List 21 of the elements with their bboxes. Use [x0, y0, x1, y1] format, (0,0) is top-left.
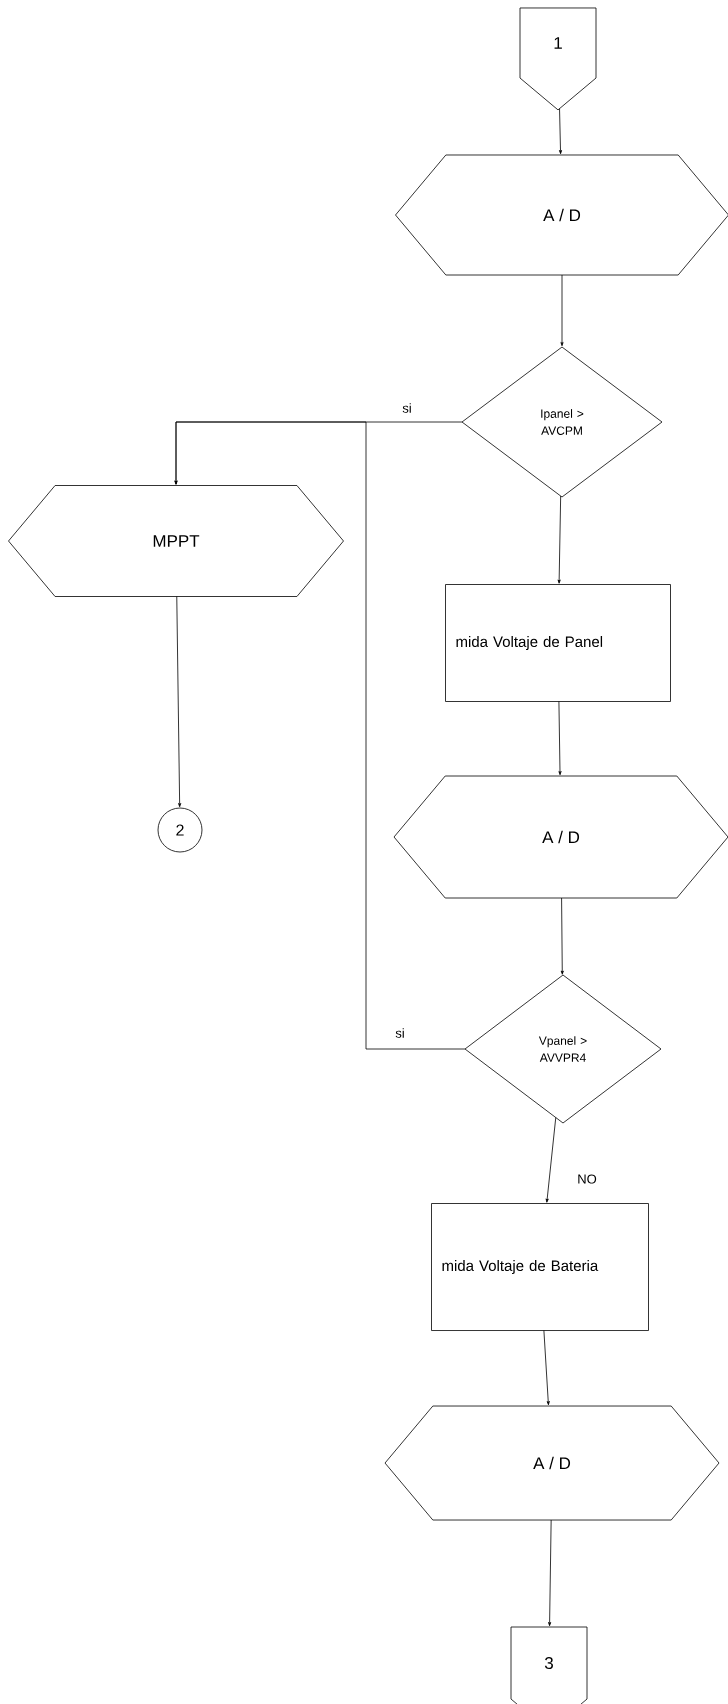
- preparation-hexagon: A / D: [395, 154, 728, 276]
- arrow: [560, 274, 564, 347]
- edge-label: si: [393, 1026, 407, 1040]
- arrow: [174, 421, 466, 1050]
- arrow: [560, 897, 564, 975]
- edge-label: si: [400, 401, 414, 415]
- arrow: [176, 596, 182, 808]
- arrow: [545, 1117, 557, 1203]
- preparation-hexagon: A / D: [384, 1405, 720, 1521]
- preparation-hexagon: MPPT: [8, 485, 344, 597]
- arrow: [558, 701, 562, 776]
- arrow: [559, 108, 563, 155]
- edge-label: NO: [575, 1172, 599, 1186]
- off-page-connector: 1: [519, 7, 597, 111]
- process-box: mida Voltaje de Panel: [445, 584, 671, 702]
- off-page-connector: 3: [510, 1626, 588, 1704]
- process-box: mida Voltaje de Bateria: [431, 1203, 649, 1331]
- arrow: [557, 495, 562, 584]
- preparation-hexagon: A / D: [393, 775, 728, 899]
- arrow: [543, 1330, 550, 1406]
- arrow: [548, 1519, 552, 1627]
